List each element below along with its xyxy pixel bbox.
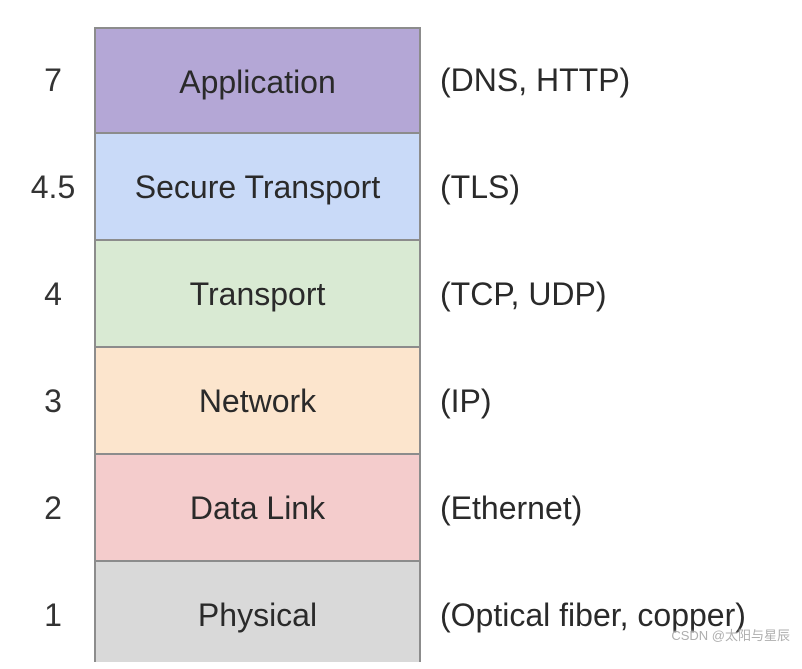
layer-row-application: 7 Application (DNS, HTTP) (0, 27, 802, 134)
layer-number: 7 (44, 62, 62, 98)
layer-row-network: 3 Network (IP) (0, 348, 802, 455)
layer-number: 3 (44, 383, 62, 419)
layer-number: 1 (44, 597, 62, 633)
layer-number: 4.5 (30, 169, 76, 205)
layer-box-application: Application (94, 27, 421, 134)
layer-box-network: Network (94, 348, 421, 455)
layer-row-data-link: 2 Data Link (Ethernet) (0, 455, 802, 562)
layer-box-transport: Transport (94, 241, 421, 348)
layer-protocols: (IP) (440, 383, 492, 419)
network-layer-stack: 7 Application (DNS, HTTP) 4.5 Secure Tra… (0, 27, 802, 669)
layer-protocols: (Optical fiber, copper) (440, 597, 746, 633)
layer-number: 2 (44, 490, 62, 526)
watermark: CSDN @太阳与星辰 (671, 628, 790, 643)
layer-box-secure-transport: Secure Transport (94, 134, 421, 241)
layer-row-secure-transport: 4.5 Secure Transport (TLS) (0, 134, 802, 241)
layer-protocols: (TLS) (440, 169, 520, 205)
layer-row-physical: 1 Physical (Optical fiber, copper) (0, 562, 802, 669)
layer-protocols: (Ethernet) (440, 490, 583, 526)
layer-row-transport: 4 Transport (TCP, UDP) (0, 241, 802, 348)
layer-protocols: (TCP, UDP) (440, 276, 607, 312)
layer-box-data-link: Data Link (94, 455, 421, 562)
layer-number: 4 (44, 276, 62, 312)
layer-protocols: (DNS, HTTP) (440, 62, 631, 98)
layer-box-physical: Physical (94, 562, 421, 662)
